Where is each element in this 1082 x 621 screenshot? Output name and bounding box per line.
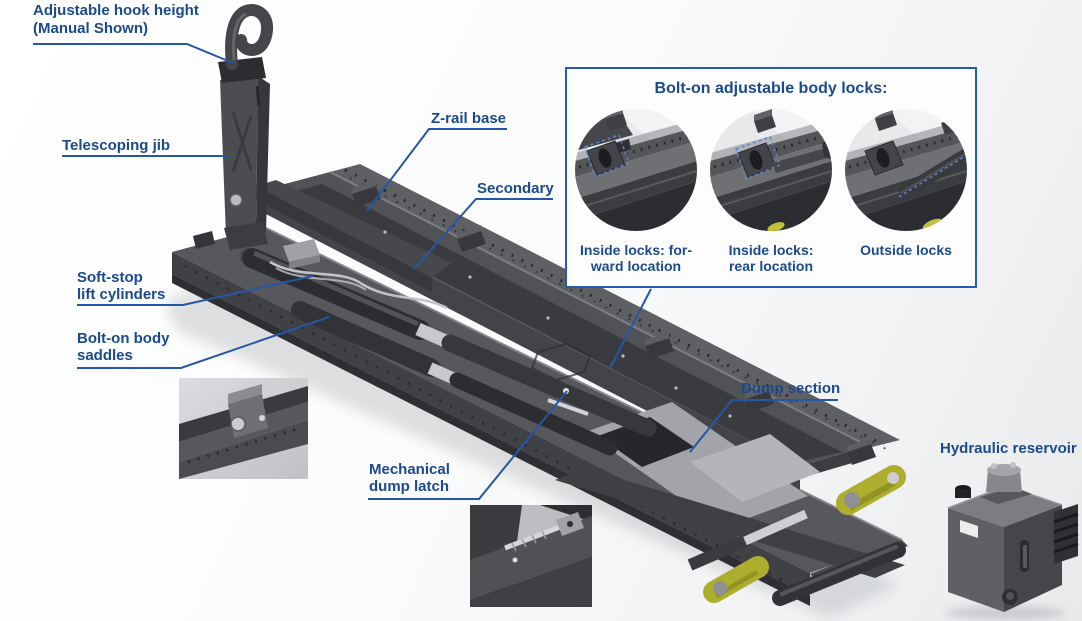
leader-secondary — [413, 198, 553, 270]
label-secondary: Secondary — [477, 180, 554, 197]
outside-locks-photo — [845, 109, 967, 231]
dump-latch-closeup-photo — [470, 505, 592, 607]
label-dump-section: Dump section — [741, 380, 841, 397]
label-bolt-on-body-saddles: Bolt-on body saddles — [77, 330, 170, 364]
leader-adjustable-hook-height — [33, 43, 234, 64]
inset-title: Bolt-on adjustable body locks: — [654, 80, 888, 97]
leader-dump-latch — [368, 390, 568, 500]
rear-rollers-render — [555, 465, 906, 606]
telescoping-jib-render — [218, 4, 452, 292]
inset-item-outside-locks: Outside locks — [841, 109, 972, 274]
hooklift-hoist-render — [172, 4, 908, 606]
leader-z-rail-base — [366, 128, 507, 212]
saddle-closeup-photo — [179, 378, 308, 479]
inset-caption: Inside locks: for- ward location — [579, 242, 693, 274]
bolt-dots — [383, 230, 732, 418]
inside-locks-rear-photo — [710, 109, 832, 231]
inset-item-inside-locks-forward: Inside locks: for- ward location — [571, 109, 702, 274]
inset-caption: Outside locks — [860, 242, 952, 258]
label-adjustable-hook-height: Adjustable hook height (Manual Shown) — [33, 2, 199, 38]
reservoir-shadow — [945, 606, 1065, 620]
body-lock-brackets-render — [352, 180, 876, 465]
inside-locks-forward-photo — [575, 109, 697, 231]
label-telescoping-jib: Telescoping jib — [62, 137, 171, 154]
label-line: (Manual Shown) — [33, 20, 148, 37]
leader-body-saddles — [77, 316, 330, 369]
label-z-rail-base: Z-rail base — [431, 110, 507, 127]
label-soft-stop-lift-cylinders: Soft-stop lift cylinders — [77, 269, 166, 303]
label-line: Adjustable hook height — [33, 2, 199, 19]
leader-lines — [33, 43, 838, 500]
inset-caption: Inside locks: rear location — [728, 242, 814, 274]
lift-cylinders-render — [239, 239, 657, 456]
label-hydraulic-reservoir: Hydraulic reservoir — [940, 440, 1077, 457]
leader-inset-box — [609, 288, 652, 369]
leader-soft-stop — [77, 275, 314, 306]
leader-dump-section — [689, 399, 838, 453]
inset-item-inside-locks-rear: Inside locks: rear location — [706, 109, 837, 274]
label-mechanical-dump-latch: Mechanical dump latch — [369, 461, 450, 495]
inset-items: Inside locks: for- ward location — [567, 109, 975, 274]
hydraulic-reservoir-render — [947, 462, 1079, 612]
body-locks-inset-box: Bolt-on adjustable body locks: — [565, 67, 977, 288]
hook-render — [225, 4, 274, 70]
